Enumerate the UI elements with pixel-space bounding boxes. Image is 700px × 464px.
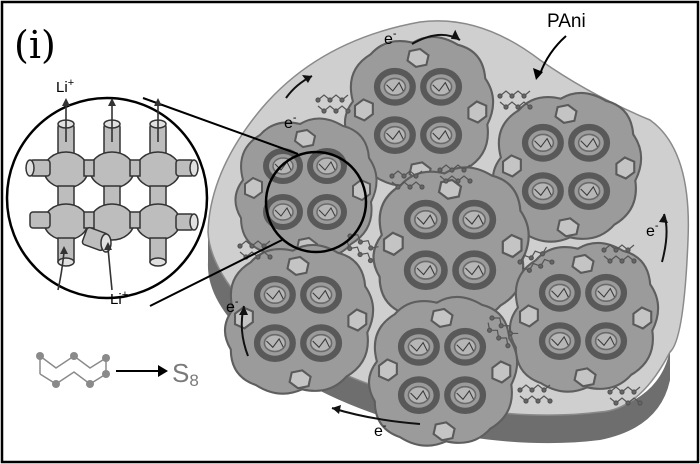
li-plus-bottom-label: Li+ [110,289,128,308]
electron-label-lower-left: e- [226,296,239,316]
inset-magnification: Li+ Li+ [5,77,209,308]
li-plus-top-label: Li+ [56,77,74,96]
pani-arrow [539,35,567,75]
panel-label: (i) [14,23,56,67]
electron-arrowheads [239,29,668,414]
zoom-line-top [142,97,299,155]
li-out-arrowheads [62,98,162,106]
li-in-arrows [57,247,113,291]
pani-label: PAni [547,11,586,32]
zoom-circle [264,150,368,254]
s8-label: S8 [172,358,199,390]
electron-label-left: e- [284,112,297,132]
electron-label-bottom: e- [374,420,387,440]
mof-particle [369,297,517,446]
electron-label-top: e- [384,28,397,48]
s8-legend: S8 [36,352,199,390]
pani-arrowhead [533,68,543,80]
mof-particle [225,245,373,394]
li-out-arrows [65,104,159,142]
electron-labels: e- e- e- e- e- [226,28,659,440]
li-in-arrowheads [60,242,112,254]
zoom-line-bottom [149,239,283,307]
electron-label-right: e- [646,220,659,240]
